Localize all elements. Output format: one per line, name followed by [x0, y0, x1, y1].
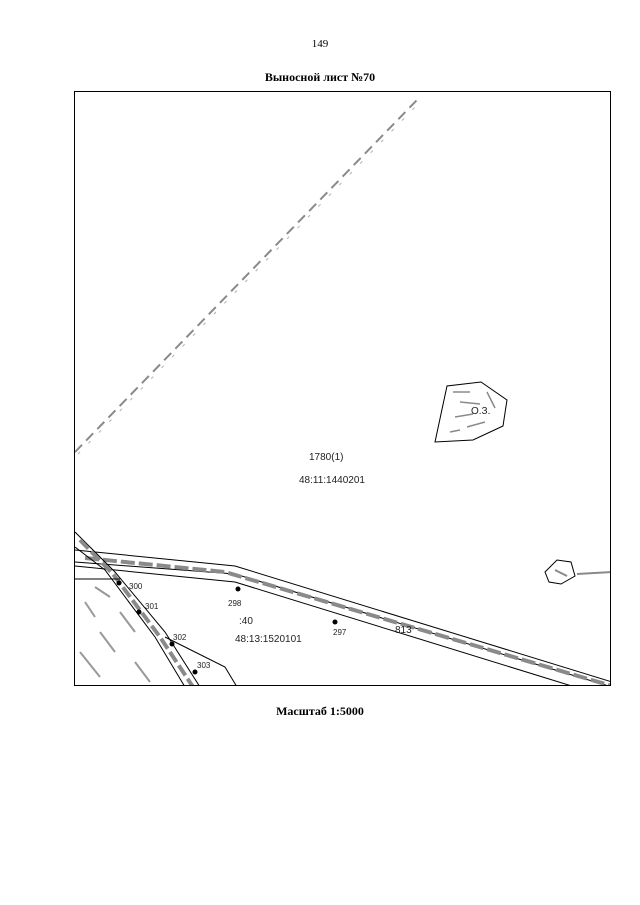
point-302	[169, 641, 175, 647]
bottom-boundary	[164, 636, 237, 685]
patch-hatching	[449, 391, 496, 433]
point-label-300: 300	[129, 582, 143, 591]
cadastral-map: О.З. 1780(1) 48:11:1440201 300 301 302 3…	[75, 99, 610, 685]
cadastral-main-label: 48:11:1440201	[299, 475, 365, 486]
right-patch-polygon	[544, 559, 576, 585]
point-298	[235, 586, 241, 592]
dashed-boundary-line	[75, 99, 418, 453]
point-label-298: 298	[228, 599, 242, 608]
sheet-title: Выносной лист №70	[264, 70, 376, 84]
point-label-302: 302	[173, 633, 187, 642]
point-label-297: 297	[333, 628, 347, 637]
left-corridor-hatch	[78, 538, 195, 685]
left-corridor-inner	[75, 546, 185, 685]
page-number: 149	[311, 38, 329, 50]
road-hatch	[84, 556, 610, 685]
cadastral-lower-label: 48:13:1520101	[235, 634, 302, 645]
parcel-number-label: 1780(1)	[309, 452, 343, 463]
road-outer-upper	[75, 549, 610, 682]
left-area-hatch	[79, 586, 151, 683]
left-corridor-outer	[75, 531, 200, 685]
patch-polygon	[434, 381, 508, 443]
point-301	[136, 609, 142, 615]
dashed-boundary-line-2	[77, 101, 421, 455]
point-300	[116, 580, 122, 586]
point-label-303: 303	[197, 661, 211, 670]
right-patch-hatching	[554, 569, 610, 577]
lower-parcel-label: :40	[239, 616, 253, 627]
road-inner-upper	[75, 561, 608, 685]
patch-label: О.З.	[471, 406, 490, 417]
map-frame: О.З. 1780(1) 48:11:1440201 300 301 302 3…	[74, 91, 611, 686]
scale-caption: Масштаб 1:5000	[276, 704, 364, 718]
point-label-301: 301	[145, 602, 159, 611]
point-297	[332, 619, 338, 625]
point-303	[192, 669, 198, 675]
road-inner-lower	[75, 565, 571, 685]
road-number-label: 813	[395, 625, 412, 636]
